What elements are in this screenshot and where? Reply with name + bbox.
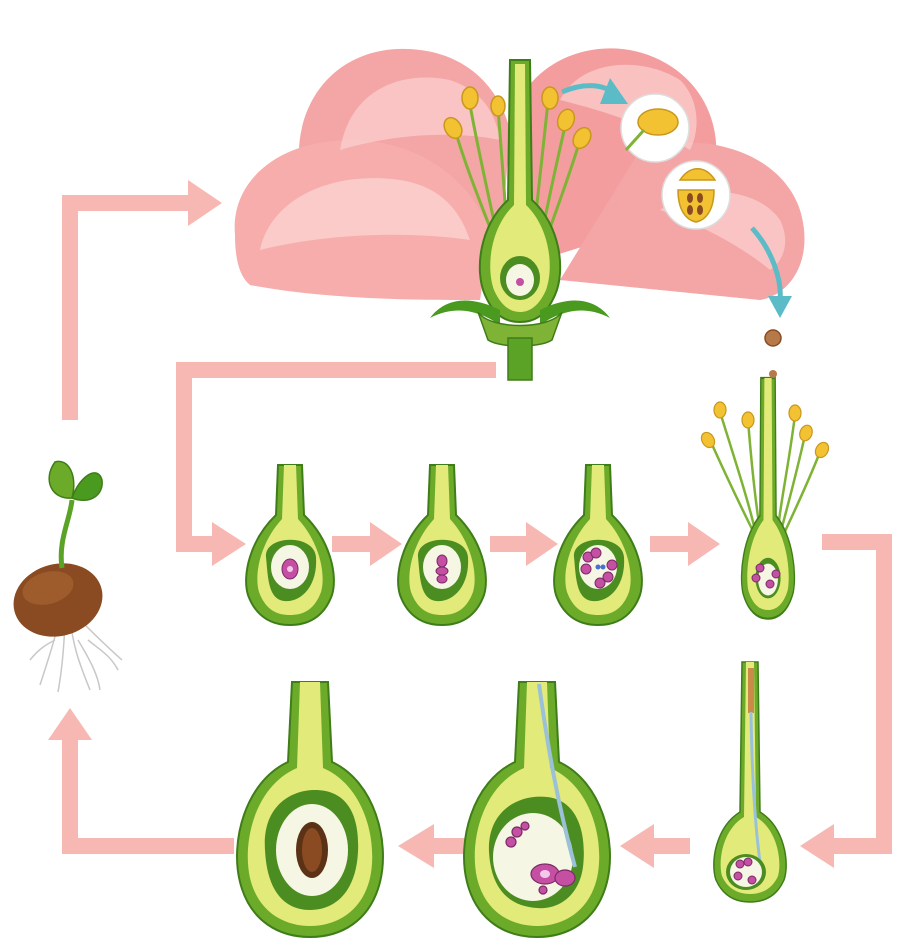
blue-arrow-down-head: [768, 296, 792, 318]
arrow-to-flower: [62, 195, 192, 211]
arrow-ovule-1-2: [332, 536, 374, 552]
arrow-head-pollen-tube: [800, 824, 834, 868]
arrow-to-ovule-1: [176, 536, 216, 552]
anthers: [443, 86, 592, 150]
fertilization-stage: [463, 681, 611, 939]
anther-inset-filament: [624, 128, 646, 152]
arrow-head-fert: [620, 824, 654, 868]
arrow-left-down: [176, 362, 192, 552]
pollination-anthers: [700, 401, 830, 459]
arrow-flower-down: [176, 362, 496, 378]
arrow-left-up: [62, 735, 78, 854]
pollen-tube-stage: [713, 661, 787, 903]
arrow-fert-seed: [430, 838, 470, 854]
arrow-ovule-3-pollination: [650, 536, 692, 552]
pollen-release-insets: [561, 78, 792, 347]
seedling-stem: [58, 499, 75, 569]
seed-in-ovary-stage: [236, 681, 384, 939]
arrow-head-pollination: [688, 522, 720, 566]
arrow-head-ovule-2: [370, 522, 402, 566]
seedling-stage: [13, 460, 123, 693]
blue-arrow-top-head: [600, 78, 628, 104]
ovule-stage-2: [397, 464, 487, 626]
anther-inset-anther: [637, 108, 679, 136]
pollen-sacs: [687, 193, 703, 215]
seedling-leaf-right: [71, 472, 103, 501]
arrow-right-back: [830, 838, 892, 854]
arrow-seedling-up: [62, 195, 78, 420]
arrow-head-to-flower: [188, 180, 222, 226]
arrow-ovule-2-3: [490, 536, 530, 552]
arrow-head-ovule-3: [526, 522, 558, 566]
arrow-head-seedling: [48, 708, 92, 740]
arrow-right-out: [822, 534, 892, 550]
ovule-stage-1: [245, 464, 335, 626]
ovule-stage-3: [553, 464, 643, 626]
seedling-leaf-left: [48, 460, 75, 499]
arrow-bottom-left: [62, 838, 234, 854]
blue-arrow-down: [750, 226, 783, 301]
pollination-stage: [700, 370, 830, 620]
cycle-arrows: [48, 180, 892, 868]
sepal-left: [430, 300, 500, 325]
anther-split-top: [678, 168, 717, 181]
arrow-head-seed: [398, 824, 434, 868]
flower-ovule-nucleus: [516, 278, 524, 286]
arrow-right-down: [876, 534, 892, 854]
seed-coat-highlight: [22, 571, 74, 605]
pollen-on-stigma: [769, 370, 777, 378]
arrow-head-ovule-1: [212, 522, 246, 566]
pollination-cells: [751, 563, 781, 589]
sepal-right: [540, 300, 610, 325]
flower-stem: [507, 337, 533, 381]
petal-light-highlight-1: [260, 178, 470, 250]
pistil-inner: [490, 64, 550, 312]
receptacle: [477, 311, 563, 347]
arrow-tube-fert: [650, 838, 690, 854]
pollen-grain: [764, 329, 782, 347]
